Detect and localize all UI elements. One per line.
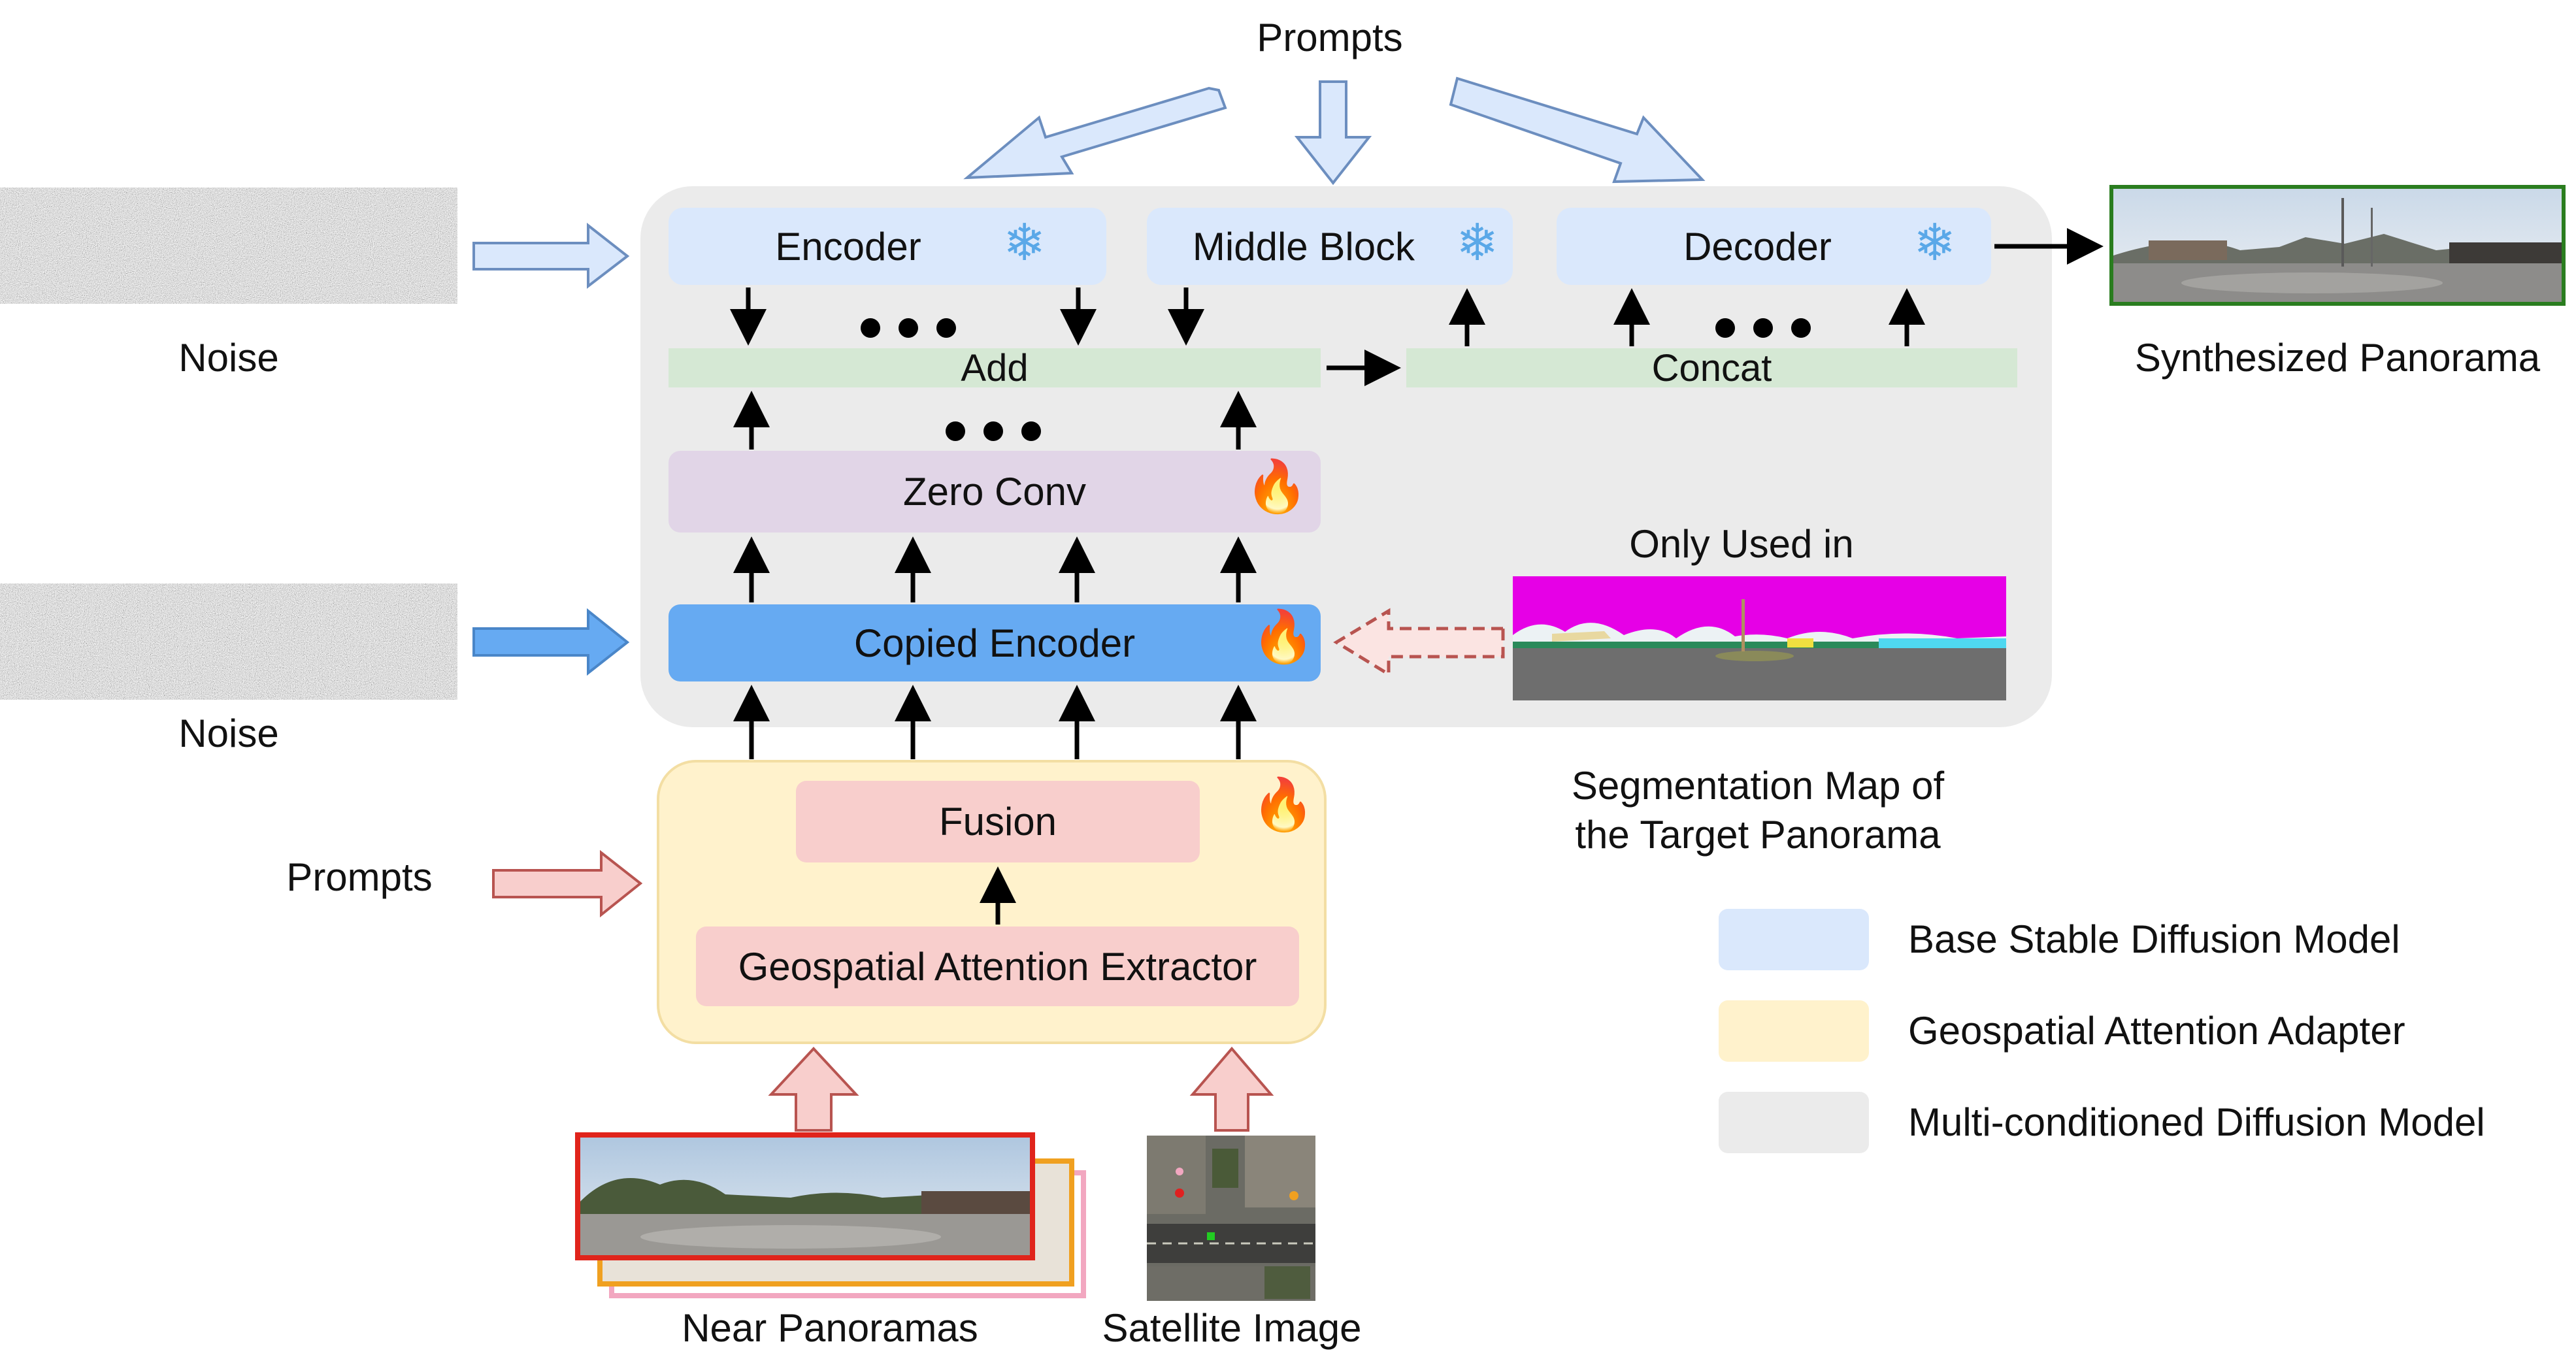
encoder-block: Encoder xyxy=(669,208,1106,285)
snowflake-icon: ❄ xyxy=(1003,214,1046,271)
noise-label-bottom: Noise xyxy=(178,712,279,755)
zero-conv-label: Zero Conv xyxy=(902,470,1087,514)
ellipsis-dots-top xyxy=(861,318,956,338)
fusion-label: Fusion xyxy=(938,800,1057,844)
snowflake-icon: ❄ xyxy=(1913,214,1957,271)
add-label: Add xyxy=(961,346,1029,389)
concat-label: Concat xyxy=(1651,346,1772,389)
snowflake-icon: ❄ xyxy=(1456,214,1499,271)
near-panoramas-label: Near Panoramas xyxy=(682,1306,978,1350)
copied-encoder-block: Copied Encoder xyxy=(669,604,1321,681)
noise-image-bottom xyxy=(0,583,457,700)
legend-swatch-multi xyxy=(1719,1092,1869,1153)
noise-image-top xyxy=(0,188,457,304)
extractor-label: Geospatial Attention Extractor xyxy=(738,944,1257,989)
fire-icon: 🔥 xyxy=(1245,457,1309,515)
zero-conv-block: Zero Conv xyxy=(669,451,1321,533)
concat-bar: Concat xyxy=(1406,346,2017,389)
fire-icon: 🔥 xyxy=(1251,776,1315,833)
block-arrow-prompts-to-encoder xyxy=(963,86,1227,180)
ellipsis-dots-right xyxy=(1715,318,1811,338)
fusion-block: Fusion xyxy=(796,781,1200,862)
noise-label-top: Noise xyxy=(178,336,279,380)
segmentation-map-text: Segmentation Map of the Target Panorama xyxy=(1571,764,1945,857)
ellipsis-dots-middle xyxy=(946,421,1041,441)
add-bar: Add xyxy=(669,346,1321,389)
satellite-image xyxy=(1147,1136,1315,1301)
legend-swatch-base xyxy=(1719,909,1869,970)
synthesized-panorama-image xyxy=(2109,185,2566,306)
middle-block-label: Middle Block xyxy=(1192,224,1415,269)
legend-label-adapter: Geospatial Attention Adapter xyxy=(1908,1009,2405,1053)
fire-icon: 🔥 xyxy=(1251,608,1315,665)
block-arrow-noise-to-encoder xyxy=(472,222,630,289)
segmentation-map-label: Segmentation Map of the Target Panorama xyxy=(1529,712,1987,859)
near-panoramas-stack xyxy=(575,1132,1086,1298)
prompts-label-left: Prompts xyxy=(286,855,433,899)
block-arrow-noise-to-copied-encoder xyxy=(472,608,630,676)
encoder-label: Encoder xyxy=(775,224,921,269)
block-arrow-prompts-to-middle xyxy=(1294,80,1372,186)
decoder-label: Decoder xyxy=(1683,224,1832,269)
middle-block: Middle Block xyxy=(1147,208,1513,285)
legend-label-multi: Multi-conditioned Diffusion Model xyxy=(1908,1100,2485,1144)
block-arrow-satellite-to-adapter xyxy=(1189,1046,1274,1132)
block-arrow-prompts-to-decoder xyxy=(1449,76,1706,184)
copied-encoder-label: Copied Encoder xyxy=(853,621,1136,665)
prompts-label-top: Prompts xyxy=(1257,16,1403,59)
decoder-block: Decoder xyxy=(1557,208,1991,285)
segmentation-map-image xyxy=(1513,576,2006,700)
block-arrow-near-to-adapter xyxy=(768,1047,859,1132)
satellite-image-label: Satellite Image xyxy=(1102,1306,1362,1350)
legend-label-base: Base Stable Diffusion Model xyxy=(1908,917,2400,961)
synthesized-panorama-label: Synthesized Panorama xyxy=(2134,336,2541,380)
block-arrow-prompts-to-adapter xyxy=(492,849,643,918)
legend-swatch-adapter xyxy=(1719,1000,1869,1062)
geospatial-attention-extractor-block: Geospatial Attention Extractor xyxy=(696,926,1299,1006)
